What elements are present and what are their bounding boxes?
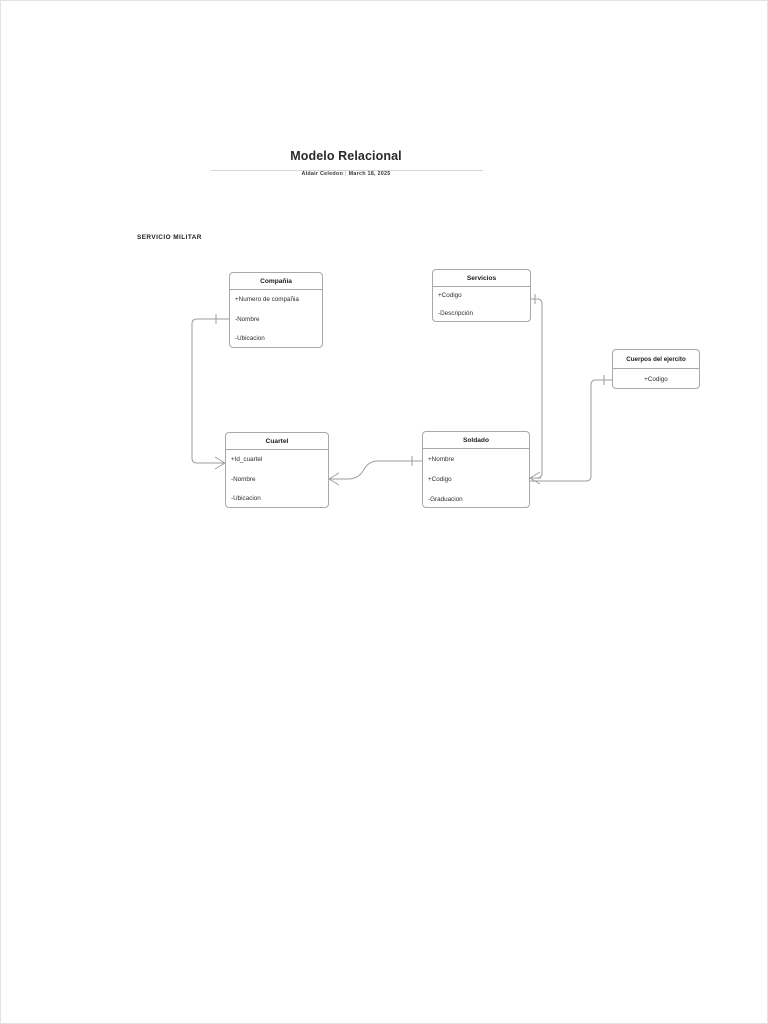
entity-soldado-title: Soldado (423, 432, 529, 449)
attribute-row: +Codigo (438, 292, 462, 300)
section-label: SERVICIO MILITAR (137, 234, 202, 241)
attribute-row: +Codigo (644, 375, 668, 383)
entity-cuartel-title: Cuartel (226, 433, 328, 450)
entity-servicios-attributes: +Codigo -Descripción (433, 287, 530, 322)
entity-cuartel[interactable]: Cuartel +Id_cuartel -Nombre -Ubicacion (225, 432, 329, 508)
connector-soldado-cuerpos (530, 375, 612, 482)
entity-soldado-attributes: +Nombre +Codigo -Graduacion (423, 449, 529, 509)
byline-separator: | (345, 171, 347, 177)
entity-compania-attributes: +Numero de compañia -Nombre -Ubicacion (230, 290, 322, 349)
entity-cuartel-attributes: +Id_cuartel -Nombre -Ubicacion (226, 450, 328, 509)
title-divider-rule (211, 170, 483, 171)
document-byline: Aldair Celedon|March 18, 2025 (209, 170, 483, 178)
title-block: Modelo Relacional Aldair Celedon|March 1… (209, 149, 483, 178)
attribute-row: +Nombre (428, 455, 455, 463)
cardinality-many-crowsfoot (529, 471, 541, 485)
entity-cuerpos-del-ejercito-attributes: +Codigo (613, 369, 699, 389)
attribute-row: -Descripción (438, 309, 473, 317)
connector-servicios-soldado (529, 294, 543, 485)
attribute-row: -Nombre (231, 475, 256, 483)
attribute-row: -Ubicacion (235, 335, 265, 343)
page-title: Modelo Relacional (290, 149, 402, 163)
entity-cuerpos-del-ejercito-title: Cuerpos del ejercito (613, 350, 699, 369)
attribute-row: +Codigo (428, 475, 452, 483)
entity-servicios-title: Servicios (433, 270, 530, 287)
connector-compania-cuartel (191, 314, 229, 470)
connector-cuartel-soldado (328, 456, 422, 486)
attribute-row: +Numero de compañia (235, 296, 299, 304)
author-name: Aldair Celedon (301, 171, 344, 177)
entity-compania[interactable]: Compañia +Numero de compañia -Nombre -Ub… (229, 272, 323, 348)
entity-cuerpos-del-ejercito[interactable]: Cuerpos del ejercito +Codigo (612, 349, 700, 389)
attribute-row: -Ubicacion (231, 495, 261, 503)
document-date: March 18, 2025 (348, 171, 391, 177)
attribute-row: +Id_cuartel (231, 456, 263, 464)
attribute-row: -Graduacion (428, 495, 463, 503)
cardinality-many-crowsfoot (214, 456, 226, 470)
entity-servicios[interactable]: Servicios +Codigo -Descripción (432, 269, 531, 322)
cardinality-many-crowsfoot (328, 472, 340, 486)
entity-compania-title: Compañia (230, 273, 322, 290)
entity-soldado[interactable]: Soldado +Nombre +Codigo -Graduacion (422, 431, 530, 508)
attribute-row: -Nombre (235, 315, 260, 323)
